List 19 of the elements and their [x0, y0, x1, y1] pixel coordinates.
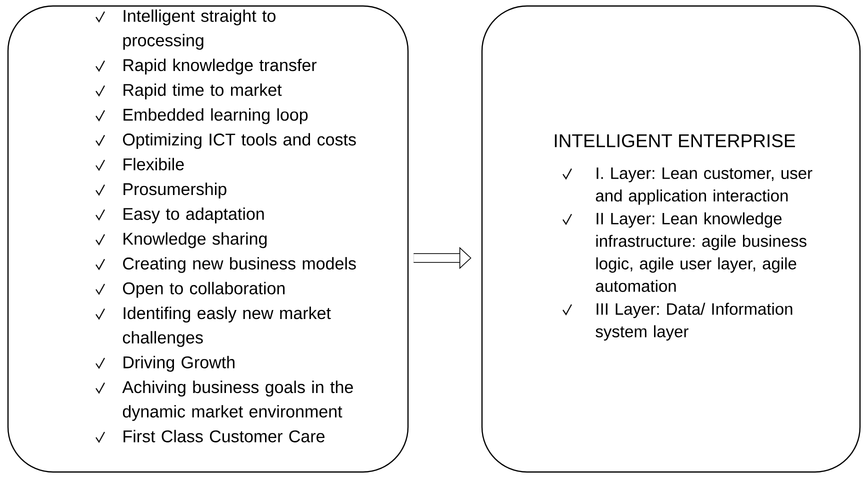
list-item: Prosumership: [124, 182, 226, 199]
list-item: III Layer: Data/ Information system layer: [596, 302, 792, 341]
list-item: First Class Customer Care: [124, 430, 324, 442]
list-item: Driving Growth: [124, 356, 234, 372]
list-item: Flexibile: [124, 158, 184, 170]
list-item: II Layer: Lean knowledge infrastructure: agile business logic, agile user layer, agile automation: [596, 212, 806, 292]
list-item: Optimizing ICT tools and costs: [123, 133, 356, 149]
list-item: Open to collaboration: [123, 282, 285, 298]
list-item: Knowledge sharing: [124, 232, 267, 248]
list-item: Rapid time to market: [124, 83, 282, 100]
list-item: Intelligent straight to processing: [123, 9, 276, 50]
list-item: Achiving business goals in the dynamic market environment: [122, 380, 353, 421]
list-item: Rapid knowledge transfer: [124, 58, 317, 75]
list-item: Creating new business models: [123, 257, 356, 273]
list-item: Embedded learning loop: [124, 108, 308, 124]
heading: INTELLIGENT ENTERPRISE: [554, 134, 795, 148]
list-item: Identifing easly new market challenges: [122, 306, 331, 347]
list-item: Easy to adaptation: [124, 207, 264, 224]
list-item: I. Layer: Lean customer, user and application interaction: [596, 168, 812, 205]
